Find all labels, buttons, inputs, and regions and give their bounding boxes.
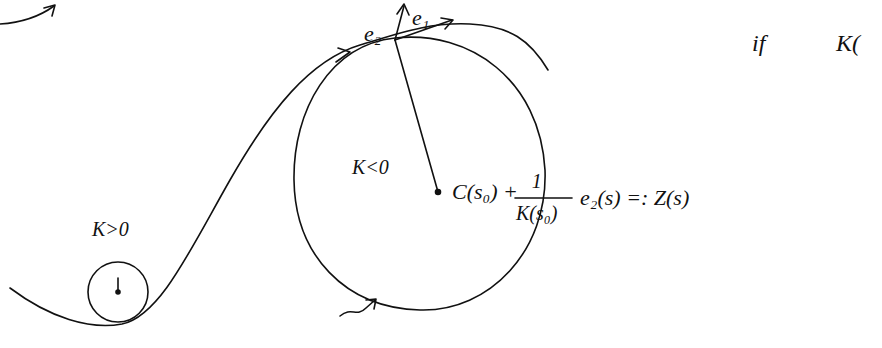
curvature-label: K>0 xyxy=(92,218,129,240)
condition-text: K( xyxy=(836,30,860,56)
fraction-denominator: K(s₀) xyxy=(516,202,557,224)
arrowhead xyxy=(44,5,55,16)
fraction-bar xyxy=(515,197,572,199)
fraction-numerator: 1 xyxy=(532,170,542,192)
condition-text: if xyxy=(752,30,765,56)
arc-fragment xyxy=(0,6,54,24)
radius-line xyxy=(395,40,438,192)
arrowhead xyxy=(366,299,376,309)
vector-label: e₂ xyxy=(364,22,381,46)
formula-term: e₂(s) =: Z(s) xyxy=(580,186,689,210)
plane-curve xyxy=(10,24,548,326)
pointer-squiggle xyxy=(340,300,375,316)
arrowhead xyxy=(397,4,409,15)
formula-term: C(s₀) + xyxy=(452,180,518,204)
osculating-circle xyxy=(88,262,148,322)
osculating-circle xyxy=(294,37,545,310)
center-dot xyxy=(436,190,441,195)
curvature-label: K<0 xyxy=(352,156,389,178)
arrowhead xyxy=(441,18,453,29)
center-dot xyxy=(116,290,120,294)
vector-label: e₁ xyxy=(412,6,429,30)
